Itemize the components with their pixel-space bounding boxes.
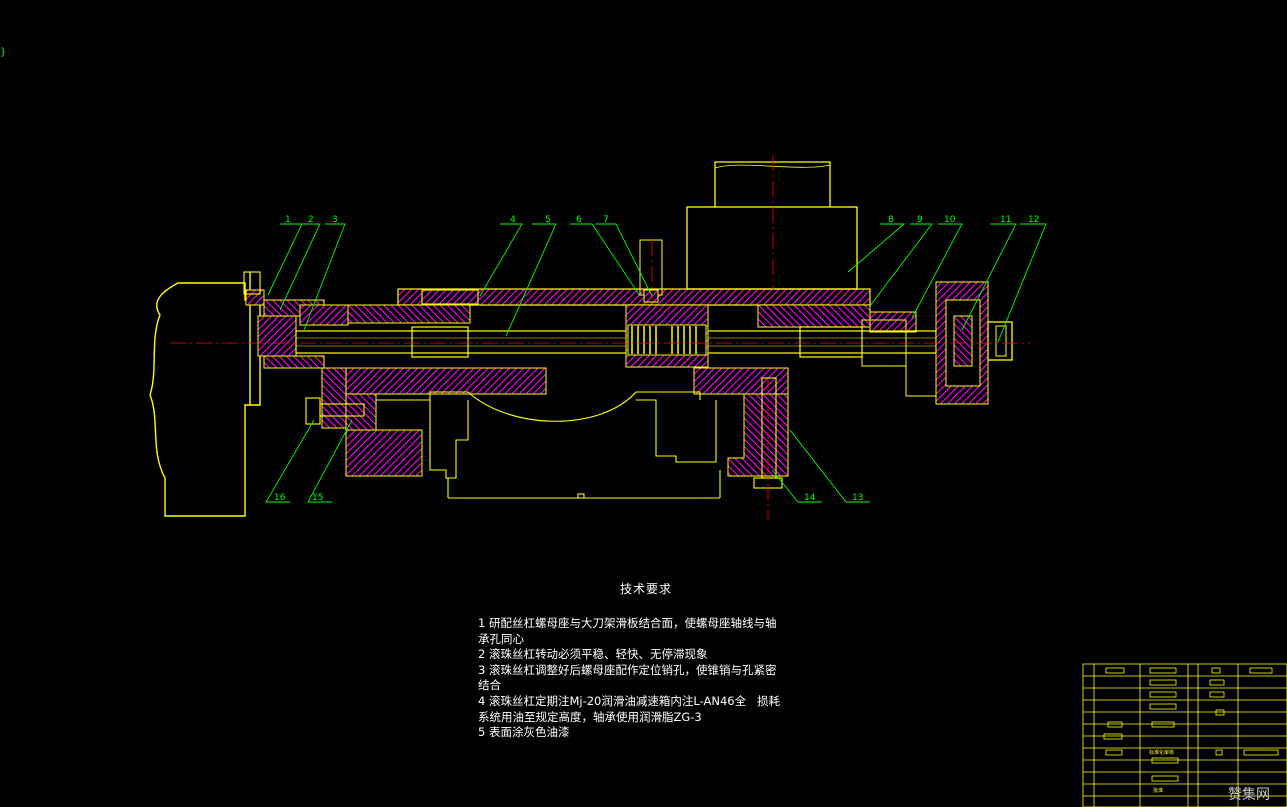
callout-8: 8 — [888, 215, 894, 225]
upper-housing — [299, 288, 917, 333]
callout-5: 5 — [545, 215, 551, 225]
title-block-label-b: 批准 — [1153, 787, 1163, 794]
callout-7: 7 — [603, 215, 609, 225]
callout-11: 11 — [1000, 215, 1011, 225]
note-line: 3 滚珠丝杠调整好后螺母座配作定位销孔，使锥销与孔紧密 — [478, 662, 777, 677]
centerlines — [170, 155, 1030, 520]
note-line: 系统用油至规定高度，轴承使用润滑脂ZG-3 — [478, 709, 702, 724]
callout-4: 4 — [510, 215, 516, 225]
lower-nut-seat — [321, 367, 789, 477]
title-block-rows — [1083, 675, 1287, 797]
callout-16: 16 — [274, 493, 286, 503]
note-line: 5 表面涂灰色油漆 — [478, 725, 570, 740]
callout-14: 14 — [804, 493, 816, 503]
callout-13: 13 — [852, 493, 863, 503]
callout-10: 10 — [944, 215, 956, 225]
note-line: 结合 — [478, 678, 501, 693]
callout-1: 1 — [285, 215, 291, 225]
callout-9: 9 — [917, 215, 923, 225]
note-line: 2 滚珠丝杠转动必须平稳、轻快、无停滞现象 — [478, 647, 708, 662]
saddle-block — [686, 161, 858, 290]
note-line: 承孔同心 — [478, 631, 524, 646]
ball-nut — [625, 239, 709, 368]
note-line: 4 滚珠丝杠定期注Mj-20润滑油减速箱内注L-AN46全 损耗 — [478, 693, 781, 708]
title-block: 标准化审核 批准 — [1082, 663, 1287, 807]
leader-lines — [265, 223, 1047, 503]
ball-screw-shaft — [295, 326, 937, 358]
left-frame — [149, 272, 261, 517]
callout-15: 15 — [312, 493, 323, 503]
corner-mark: } — [0, 47, 6, 58]
technical-requirements: 1 研配丝杠螺母座与大刀架滑板结合面，使螺母座轴线与轴 承孔同心 2 滚珠丝杠转… — [478, 616, 828, 741]
notes-title: 技术要求 — [620, 582, 673, 596]
callout-2: 2 — [308, 215, 314, 225]
callout-6: 6 — [576, 215, 582, 225]
left-support-hatch — [245, 289, 325, 369]
title-block-cells — [1103, 667, 1279, 782]
note-line: 1 研配丝杠螺母座与大刀架滑板结合面，使螺母座轴线与轴 — [478, 616, 777, 630]
callout-numbers: 1 2 3 4 5 6 7 8 9 10 11 12 13 14 15 16 — [274, 215, 1039, 503]
callout-12: 12 — [1028, 215, 1039, 225]
title-block-label-a: 标准化审核 — [1149, 749, 1174, 756]
callout-3: 3 — [332, 215, 338, 225]
carriage-profile — [376, 391, 721, 499]
watermark: 赞集网 — [1228, 787, 1270, 803]
